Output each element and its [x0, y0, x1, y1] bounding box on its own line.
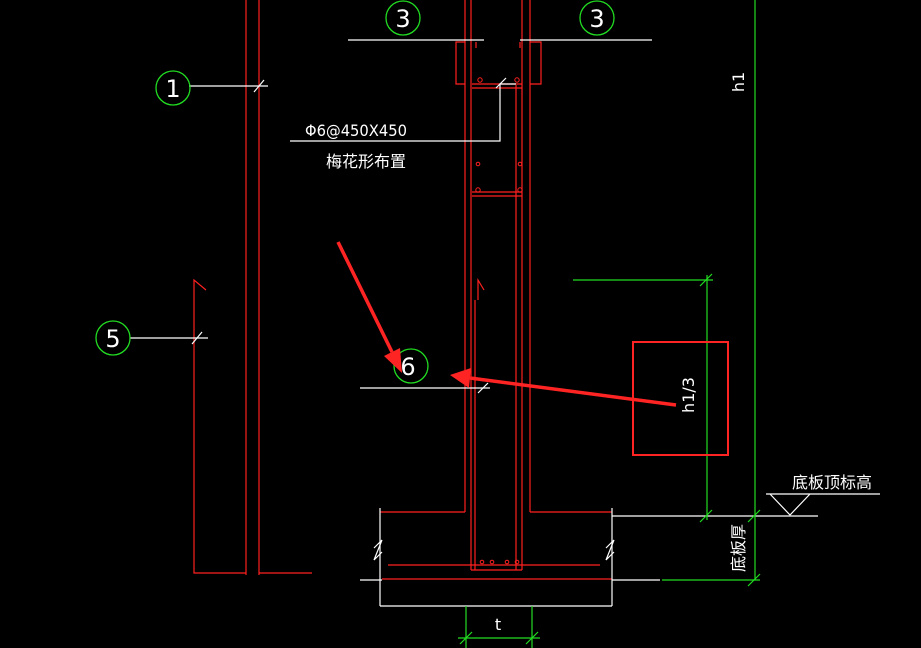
h1-third-dimension-label: h1/3: [679, 377, 698, 413]
callout-3-right-label: 3: [589, 5, 604, 33]
annotation-arrow-diagonal: [336, 241, 402, 373]
left-wall-rebar: [193, 0, 312, 575]
annotation-arrow-horizontal: [450, 368, 677, 407]
callout-6: 6: [393, 348, 429, 384]
dimension-lines: [458, 0, 761, 648]
slab-outline: [360, 508, 818, 607]
callout-3-left: 3: [385, 0, 421, 36]
h1-dimension-label: h1: [729, 72, 748, 92]
callout-3-left-label: 3: [395, 5, 410, 33]
callout-1-label: 1: [165, 75, 180, 103]
leader-lines: [130, 39, 880, 516]
callout-6-label: 6: [400, 353, 415, 381]
callout-3-right: 3: [579, 0, 615, 36]
callout-5: 5: [95, 320, 131, 356]
rebar-spec-label: Φ6@450X450: [305, 121, 407, 140]
slab-top-elevation-label: 底板顶标高: [792, 473, 872, 492]
arrangement-label: 梅花形布置: [326, 152, 406, 171]
callout-1: 1: [155, 70, 191, 106]
thickness-label: t: [495, 615, 501, 634]
slab-thickness-label: 底板厚: [729, 524, 748, 572]
callout-5-label: 5: [105, 325, 120, 353]
column-rebar: [380, 0, 612, 580]
